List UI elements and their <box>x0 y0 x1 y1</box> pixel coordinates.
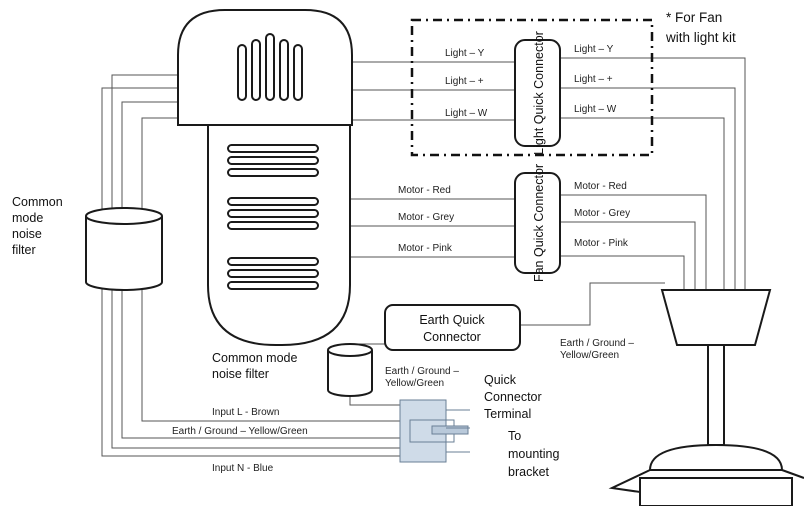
fan-blade-right <box>781 469 804 479</box>
light-wire-labels-left: Light – Y Light – + Light – W <box>445 48 488 119</box>
earth-connector-label: Earth Quick Connector <box>419 313 485 344</box>
terminal-label: Quick Connector Terminal <box>484 373 542 421</box>
svg-text:Quick: Quick <box>484 373 517 387</box>
label-light-y-left: Light – Y <box>445 48 485 59</box>
svg-text:Common mode: Common mode <box>212 351 297 365</box>
earth-label-small: Earth / Ground – Yellow/Green <box>385 366 459 389</box>
svg-text:Terminal: Terminal <box>484 407 531 421</box>
label-motor-grey-left: Motor - Grey <box>398 212 454 223</box>
label-motor-red-right: Motor - Red <box>574 181 627 192</box>
fan-connector-label: Fan Quick Connector <box>532 164 546 282</box>
label-light-plus-left: Light – + <box>445 76 484 87</box>
filter-bottom-label: Common mode noise filter <box>212 351 297 381</box>
wire-light-w-out <box>560 117 725 290</box>
label-motor-red-left: Motor - Red <box>398 185 451 196</box>
noise-filter-bottom <box>327 343 373 397</box>
wire-motor-red-out <box>560 194 707 290</box>
svg-text:Yellow/Green: Yellow/Green <box>560 350 619 361</box>
light-wire-labels-right: Light – Y Light – + Light – W <box>574 44 617 115</box>
svg-text:Yellow/Green: Yellow/Green <box>385 378 444 389</box>
svg-text:To: To <box>508 429 521 443</box>
filter-left-label: Common mode noise filter <box>12 195 63 257</box>
label-input-l: Input L - Brown <box>212 407 279 418</box>
label-motor-grey-right: Motor - Grey <box>574 208 630 219</box>
motor-wire-labels-left: Motor - Red Motor - Grey Motor - Pink <box>398 185 454 254</box>
fan-downrod <box>707 344 725 446</box>
wire-light-plus-out <box>560 87 736 290</box>
svg-text:noise filter: noise filter <box>212 367 269 381</box>
fan-body <box>648 443 784 471</box>
svg-text:Earth Quick: Earth Quick <box>419 313 485 327</box>
light-quick-connector <box>514 39 561 147</box>
svg-text:Connector: Connector <box>423 330 481 344</box>
motor-vents <box>237 33 303 101</box>
svg-text:Common: Common <box>12 195 63 209</box>
ceiling-fan <box>608 289 804 506</box>
wire-earth-fan <box>520 282 665 326</box>
label-motor-pink-right: Motor - Pink <box>574 238 629 249</box>
svg-text:bracket: bracket <box>508 465 550 479</box>
label-light-y-right: Light – Y <box>574 44 614 55</box>
label-light-w-right: Light – W <box>574 104 617 115</box>
bracket-label: To mounting bracket <box>508 429 559 479</box>
earth-label-right: Earth / Ground – Yellow/Green <box>560 338 634 361</box>
svg-text:mode: mode <box>12 211 43 225</box>
label-input-n: Input N - Blue <box>212 463 274 474</box>
svg-text:mounting: mounting <box>508 447 559 461</box>
light-kit-box <box>410 18 654 157</box>
motor-body-bars <box>227 144 319 290</box>
svg-text:Earth / Ground –: Earth / Ground – <box>560 338 634 349</box>
wire-motor-pink-out <box>560 255 685 290</box>
earth-quick-connector <box>384 304 521 351</box>
label-light-w-left: Light – W <box>445 108 488 119</box>
wire-light-y-out <box>560 57 746 290</box>
kit-note-line-1: * For Fan <box>666 10 722 25</box>
label-motor-pink-left: Motor - Pink <box>398 243 453 254</box>
noise-filter-left <box>85 207 163 291</box>
svg-text:noise: noise <box>12 227 42 241</box>
light-connector-label: Light Quick Connector <box>532 31 546 155</box>
svg-text:Earth / Ground –: Earth / Ground – <box>385 366 459 377</box>
svg-text:Connector: Connector <box>484 390 542 404</box>
wire-motor-grey-out <box>560 221 696 290</box>
motor-wire-labels-right: Motor - Red Motor - Grey Motor - Pink <box>574 181 630 249</box>
kit-note: * For Fan with light kit <box>665 10 736 45</box>
fan-quick-connector <box>514 172 561 274</box>
label-input-earth: Earth / Ground – Yellow/Green <box>172 426 308 437</box>
kit-note-line-2: with light kit <box>665 30 736 45</box>
fan-canopy <box>660 289 772 346</box>
input-labels: Input L - Brown Earth / Ground – Yellow/… <box>172 407 308 474</box>
svg-text:filter: filter <box>12 243 36 257</box>
label-light-plus-right: Light – + <box>574 74 613 85</box>
quick-connector-terminal <box>399 399 470 463</box>
